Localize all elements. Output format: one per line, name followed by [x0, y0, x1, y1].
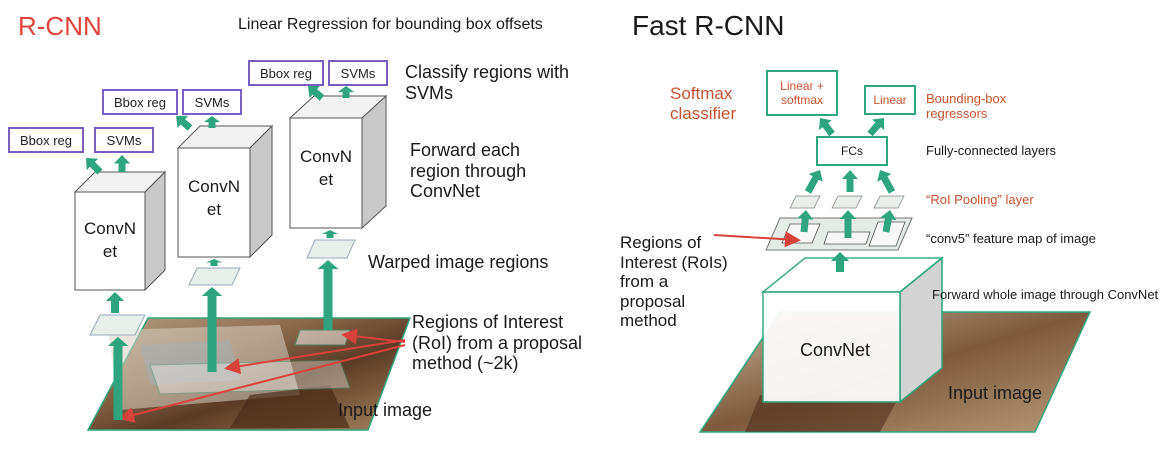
rcnn-convnet-label-3: ConvN et	[300, 147, 352, 189]
rcnn-arrow-to-svms-2	[203, 116, 221, 128]
rcnn-bbox-reg-box-1: Bbox reg	[8, 127, 84, 153]
fast-roi-arrow	[713, 231, 801, 248]
fast-pooled-1	[789, 195, 821, 209]
rcnn-input-image	[86, 317, 412, 431]
fast-arrow-roi-to-pool-2	[840, 210, 856, 238]
rcnn-arrow-image-to-warped-3	[317, 260, 339, 330]
fast-arrow-pool-to-fcs-2	[842, 170, 858, 192]
fast-pooled-3	[873, 195, 905, 209]
rcnn-forward-each-label: Forward each region through ConvNet	[410, 140, 527, 202]
rcnn-roi-arrow-3	[118, 344, 406, 423]
fast-arrow-pool-to-fcs-1	[804, 170, 823, 194]
fast-conv5-label: “conv5” feature map of image	[926, 231, 1096, 246]
rcnn-warped-label: Warped image regions	[368, 252, 549, 272]
fast-arrow-pool-to-fcs-3	[877, 170, 896, 194]
rcnn-arrow-warped-to-convnet-2	[205, 259, 223, 266]
rcnn-arrow-warped-to-convnet-3	[321, 230, 339, 238]
rcnn-svms-box-3: SVMs	[328, 60, 388, 86]
fast-feature-roi-3	[868, 221, 906, 247]
rcnn-svms-box-1: SVMs	[94, 127, 154, 153]
fast-green-arrows	[797, 118, 897, 272]
rcnn-convnet-cube-3	[288, 94, 388, 230]
rcnn-convnet-label-2: ConvN et	[188, 177, 240, 219]
rcnn-arrow-image-to-warped-2	[201, 287, 223, 372]
rcnn-arrow-to-bbox-3	[308, 85, 325, 101]
fast-bbox-regressors-label: Bounding-box regressors	[926, 91, 1007, 121]
rcnn-arrow-warped-to-convnet-1	[105, 292, 125, 313]
fast-softmax-classifier-label: Softmax classifier	[670, 84, 737, 123]
fast-forward-whole-label: Forward whole image through ConvNet	[932, 287, 1159, 302]
rcnn-roi-label: Regions of Interest (RoI) from a proposa…	[412, 312, 583, 374]
fast-arrow-roi-to-pool-3	[880, 210, 897, 233]
rcnn-linear-regression-label: Linear Regression for bounding box offse…	[238, 16, 543, 33]
rcnn-bbox-reg-box-2: Bbox reg	[102, 89, 178, 115]
fast-roi-pooling-label: “RoI Pooling” layer	[926, 192, 1034, 207]
fast-convnet-cube	[760, 256, 945, 404]
rcnn-arrow-to-svms-3	[337, 86, 355, 98]
rcnn-arrow-to-svms-1	[114, 155, 131, 172]
rcnn-svms-box-2: SVMs	[182, 89, 242, 115]
rcnn-arrow-to-bbox-2	[176, 115, 193, 131]
rcnn-convnet-label-1: ConvN et	[84, 219, 136, 261]
fast-linear-box: Linear	[864, 85, 916, 115]
fast-pooled-2	[831, 195, 863, 209]
rcnn-input-image-label: Input image	[338, 400, 433, 420]
fast-regions-label: Regions of Interest (RoIs) from a propos…	[620, 233, 728, 331]
rcnn-green-arrows	[86, 85, 355, 420]
rcnn-arrow-image-to-warped-1	[107, 337, 129, 420]
fast-linear-softmax-box: Linear + softmax	[766, 70, 838, 116]
rcnn-warped-patch-2	[188, 267, 241, 286]
rcnn-warped-patch-1	[89, 314, 146, 336]
fast-arrow-fcs-to-linear	[867, 118, 885, 137]
fast-title: Fast R-CNN	[632, 10, 785, 41]
rcnn-roi-patch-1	[149, 359, 351, 395]
fast-arrow-fcs-to-linear-softmax	[819, 118, 835, 137]
rcnn-title: R-CNN	[18, 11, 102, 41]
fast-input-image-label: Input image	[948, 383, 1043, 403]
rcnn-roi-arrow-1	[224, 339, 406, 375]
fast-fcs-box: FCs	[816, 136, 888, 166]
rcnn-warped-patch-3	[306, 239, 356, 259]
rcnn-bbox-reg-box-3: Bbox reg	[248, 60, 324, 86]
fast-fully-connected-label: Fully-connected layers	[926, 143, 1057, 158]
rcnn-arrow-to-bbox-1	[86, 158, 103, 175]
rcnn-roi-patch-2	[294, 329, 351, 346]
rcnn-classify-label: Classify regions with SVMs	[405, 62, 570, 103]
rcnn-convnet-cube-2	[176, 124, 274, 259]
fast-arrow-convnet-to-conv5	[830, 252, 850, 272]
fast-convnet-label: ConvNet	[800, 340, 871, 360]
rcnn-convnet-cube-1	[73, 170, 167, 292]
fast-arrow-roi-to-pool-1	[797, 210, 814, 233]
rcnn-roi-arrow-2	[341, 328, 406, 345]
